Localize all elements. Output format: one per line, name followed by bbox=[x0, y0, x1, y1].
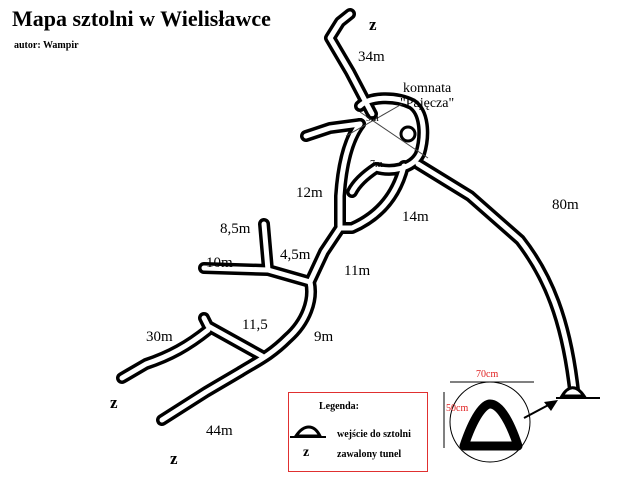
map-title: Mapa sztolni w Wielisławce bbox=[12, 6, 271, 31]
length-label-44m: 44m bbox=[206, 423, 233, 439]
chamber-name: komnata "Pajęcza" bbox=[400, 81, 455, 111]
entrance-symbol bbox=[559, 386, 587, 398]
legend-collapse-symbol: z bbox=[303, 445, 310, 460]
entrance-height-label: 50cm bbox=[446, 403, 469, 414]
legend-entrance-label: wejście do sztolni bbox=[337, 429, 411, 440]
chamber-pillar bbox=[399, 125, 417, 143]
length-label-8-5m: 8,5m bbox=[220, 221, 251, 237]
legend-entrance-icon bbox=[293, 425, 323, 438]
tunnel-outlines bbox=[116, 8, 580, 426]
tunnel-80m bbox=[412, 158, 580, 396]
chamber-name-line2: "Pajęcza" bbox=[400, 95, 455, 111]
collapse-marker-west: z bbox=[110, 393, 118, 412]
collapse-marker-north: z bbox=[369, 15, 377, 34]
measure-7m bbox=[359, 111, 429, 159]
detail-arrow-head bbox=[544, 400, 558, 411]
tunnel-interiors bbox=[119, 11, 577, 423]
length-label-10m: 10m bbox=[206, 255, 233, 271]
legend-box: Legenda: wejście do sztolni z zawalony t… bbox=[288, 392, 428, 472]
legend-collapse-label: zawalony tunel bbox=[337, 449, 402, 460]
map-author: autor: Wampir bbox=[14, 40, 79, 51]
length-label-11-5: 11,5 bbox=[242, 317, 268, 333]
legend-title: Legenda: bbox=[319, 401, 359, 412]
length-label-34m: 34m bbox=[358, 49, 385, 65]
length-label-9m-chamber: 9m bbox=[366, 113, 379, 124]
entrance-detail-triangle bbox=[459, 399, 523, 451]
length-label-9m: 9m bbox=[314, 329, 334, 345]
length-label-30m: 30m bbox=[146, 329, 173, 345]
length-label-4-5m: 4,5m bbox=[280, 247, 311, 263]
length-label-11m: 11m bbox=[344, 263, 371, 279]
chamber-name-line1: komnata bbox=[402, 81, 452, 96]
length-label-7m-chamber: 7m bbox=[370, 159, 383, 170]
measure-9m bbox=[345, 103, 403, 137]
entrance-width-label: 70cm bbox=[476, 369, 499, 380]
collapse-marker-south: z bbox=[170, 449, 178, 468]
length-label-12m: 12m bbox=[296, 185, 323, 201]
length-label-80m: 80m bbox=[552, 197, 579, 213]
length-label-14m: 14m bbox=[402, 209, 429, 225]
